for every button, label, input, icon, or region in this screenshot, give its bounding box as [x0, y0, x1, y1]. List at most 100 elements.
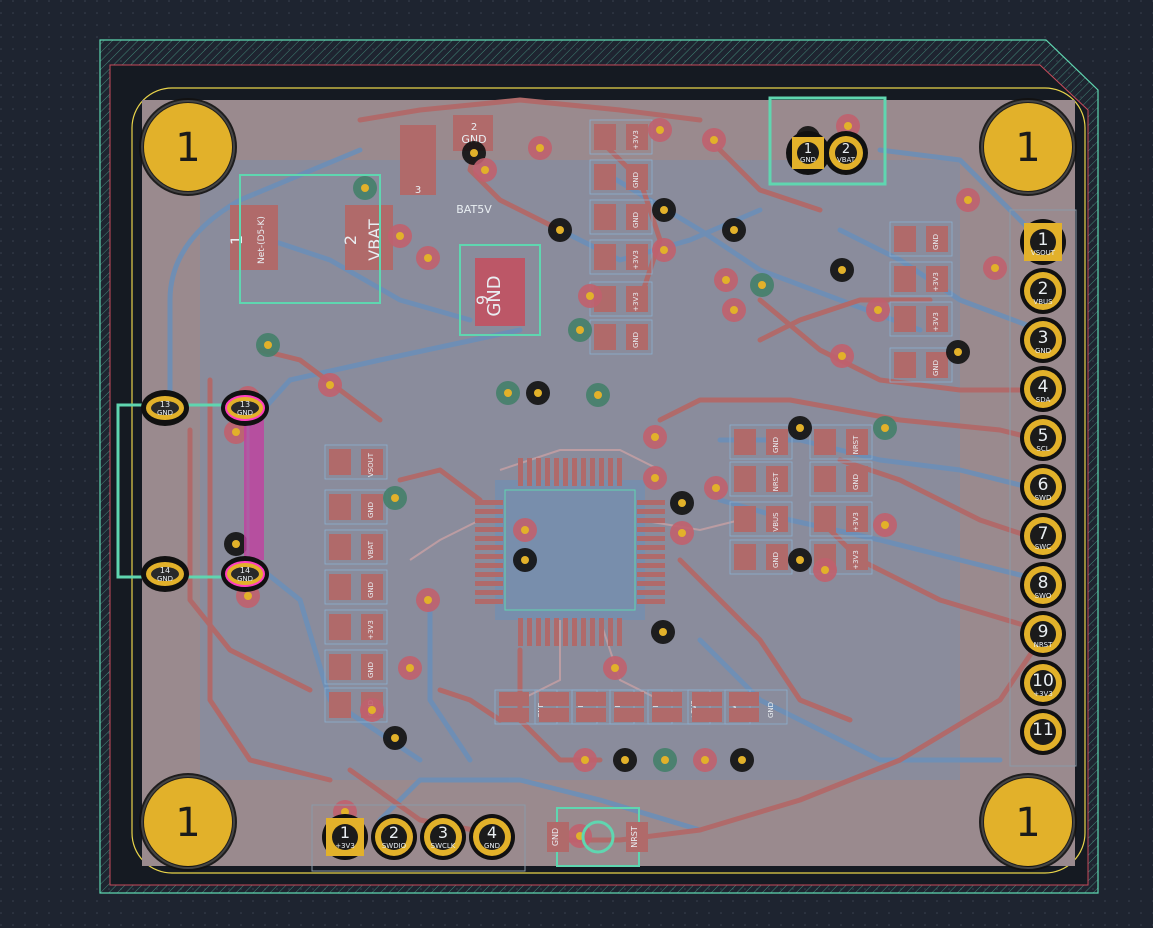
- via: [513, 518, 537, 542]
- passive-component: VBAT: [324, 529, 388, 565]
- via: [613, 748, 637, 772]
- component-net-label: GND: [632, 172, 640, 188]
- header-pin-number: 11: [1032, 720, 1054, 740]
- usb-pad-number: 14: [160, 566, 170, 575]
- passive-component: NRST: [729, 461, 793, 497]
- ic-pad-number: 9: [473, 295, 492, 305]
- component-net-label: GND: [632, 212, 640, 228]
- via: [670, 521, 694, 545]
- header-pin-net: VSOUT: [1031, 249, 1056, 257]
- header-pin-number: 8: [1038, 573, 1049, 593]
- passive-component: GND: [889, 221, 953, 257]
- via: [714, 268, 738, 292]
- header-pin-number: 3: [1038, 328, 1049, 348]
- via: [722, 218, 746, 242]
- passive-component: +3V3: [889, 301, 953, 337]
- via: [383, 486, 407, 510]
- via: [693, 748, 717, 772]
- header-pin-net: NRST: [1034, 641, 1054, 649]
- usb-pad-number: 13: [160, 400, 170, 409]
- via: [670, 491, 694, 515]
- passive-component: GND: [724, 689, 788, 725]
- via: [473, 158, 497, 182]
- header-pin-number: 7: [1038, 524, 1049, 544]
- passive-component: VSOUT: [324, 444, 388, 480]
- ic-pad-label: GND: [484, 275, 505, 316]
- mounting-hole: 1: [139, 98, 237, 196]
- via: [651, 620, 675, 644]
- via: [702, 128, 726, 152]
- passive-component: GND: [729, 539, 793, 575]
- mounting-hole-label: 1: [1015, 125, 1040, 171]
- component-net-label: +3V3: [932, 312, 940, 332]
- component-net-label: GND: [932, 360, 940, 376]
- vias: [224, 114, 1007, 848]
- big-pads: 1 Net-(D5-K) 2 VBAT: [227, 174, 393, 304]
- via: [830, 258, 854, 282]
- header-pin-number: 10: [1032, 671, 1054, 691]
- via: [353, 176, 377, 200]
- front-copper-traces: [187, 97, 1043, 843]
- via: [722, 298, 746, 322]
- component-net-label: GND: [767, 702, 775, 718]
- mcu-footprint: [475, 458, 665, 646]
- via: [528, 136, 552, 160]
- via: [568, 318, 592, 342]
- big-pad-1-num: 1: [227, 235, 246, 245]
- passive-component: GND: [809, 461, 873, 497]
- usb-pad-net: GND: [237, 575, 253, 583]
- via: [866, 298, 890, 322]
- via: [603, 656, 627, 680]
- mounting-hole-label: 1: [175, 125, 200, 171]
- via: [946, 340, 970, 364]
- mounting-hole: 1: [979, 98, 1077, 196]
- via: [653, 748, 677, 772]
- component-net-label: GND: [932, 234, 940, 250]
- header-pin: 10+3V3: [1020, 660, 1066, 706]
- via: [652, 238, 676, 262]
- header-pin-net: +3V3: [1033, 690, 1053, 698]
- swd-pin-number: 4: [487, 823, 497, 842]
- mounting-hole: 1: [139, 773, 237, 871]
- component-net-label: GND: [632, 332, 640, 348]
- header-pin-net: GND: [1035, 347, 1051, 355]
- component-net-label: +3V3: [632, 292, 640, 312]
- usb-pad-net: GND: [237, 409, 253, 417]
- header-pin-net: VBUS: [1033, 298, 1053, 306]
- component-net-label: +3V3: [632, 130, 640, 150]
- via: [956, 188, 980, 212]
- passive-component: GND: [324, 649, 388, 685]
- header-pin-number: 6: [1038, 475, 1049, 495]
- swd-pin-number: 3: [438, 823, 448, 842]
- via: [983, 256, 1007, 280]
- via: [224, 532, 248, 556]
- swd-pin-net: SWCLK: [431, 842, 456, 850]
- via: [873, 513, 897, 537]
- via: [496, 381, 520, 405]
- top-bat5v-label: BAT5V: [456, 203, 492, 216]
- usb-pad-net: GND: [157, 409, 173, 417]
- passive-component: GND: [324, 569, 388, 605]
- header-pin-net: SDA: [1036, 396, 1051, 404]
- header-pin-number: 2: [1038, 279, 1049, 299]
- usb-pad-number: 14: [240, 566, 250, 575]
- via: [548, 218, 572, 242]
- component-net-label: GND: [367, 582, 375, 598]
- big-pad-1-net: Net-(D5-K): [257, 216, 267, 264]
- component-net-label: VBUS: [772, 512, 780, 532]
- via: [643, 466, 667, 490]
- component-net-label: +3V3: [632, 250, 640, 270]
- component-net-label: GND: [852, 474, 860, 490]
- via: [398, 656, 422, 680]
